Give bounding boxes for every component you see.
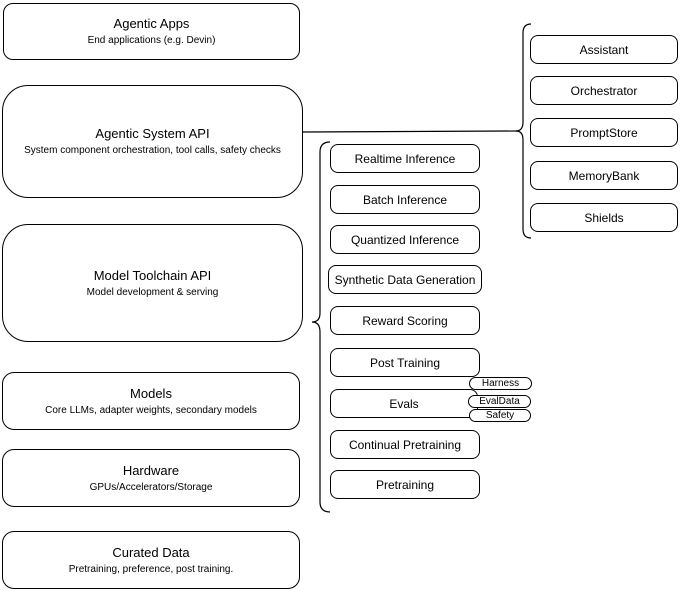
node-label: Safety: [485, 410, 515, 421]
node-quantized-inference: Quantized Inference: [330, 225, 480, 254]
node-subtitle: Model development & serving: [86, 286, 219, 298]
node-label: Reward Scoring: [362, 313, 448, 328]
node-label: Realtime Inference: [354, 151, 456, 166]
node-label: PromptStore: [570, 125, 638, 140]
node-subtitle: Pretraining, preference, post training.: [68, 563, 234, 575]
node-title: Hardware: [122, 462, 180, 478]
node-label: Shields: [584, 210, 624, 225]
node-label: Continual Pretraining: [348, 437, 462, 452]
node-agentic-apps: Agentic Apps End applications (e.g. Devi…: [3, 3, 300, 60]
node-title: Model Toolchain API: [93, 267, 212, 283]
node-promptstore: PromptStore: [530, 118, 678, 147]
node-label: MemoryBank: [568, 168, 640, 183]
components-brace: [515, 23, 532, 239]
node-evals-safety: Safety: [469, 409, 531, 422]
node-evals-evaldata: EvalData: [468, 395, 531, 408]
node-subtitle: System component orchestration, tool cal…: [24, 145, 281, 156]
node-label: Assistant: [579, 42, 629, 57]
node-realtime-inference: Realtime Inference: [330, 144, 480, 173]
node-title: Agentic Apps: [113, 16, 190, 31]
node-model-toolchain-api: Model Toolchain API Model development & …: [2, 224, 303, 342]
node-subtitle: Core LLMs, adapter weights, secondary mo…: [45, 404, 257, 416]
node-assistant: Assistant: [530, 35, 678, 64]
node-hardware: Hardware GPUs/Accelerators/Storage: [2, 449, 300, 507]
node-evals-harness: Harness: [469, 377, 532, 390]
node-memorybank: MemoryBank: [530, 161, 678, 190]
node-label: EvalData: [479, 396, 520, 407]
node-label: Harness: [481, 378, 520, 389]
node-label: Pretraining: [375, 477, 435, 492]
node-label: Evals: [389, 396, 419, 411]
node-models: Models Core LLMs, adapter weights, secon…: [2, 372, 300, 430]
node-evals: Evals: [330, 389, 478, 418]
node-batch-inference: Batch Inference: [330, 185, 480, 214]
node-continual-pretraining: Continual Pretraining: [330, 430, 480, 459]
node-reward-scoring: Reward Scoring: [330, 306, 480, 335]
node-subtitle: End applications (e.g. Devin): [87, 35, 216, 46]
node-curated-data: Curated Data Pretraining, preference, po…: [2, 531, 300, 589]
node-agentic-system-api: Agentic System API System component orch…: [2, 85, 303, 198]
node-label: Orchestrator: [570, 83, 638, 98]
node-title: Curated Data: [112, 544, 190, 560]
api-to-components-connector: [302, 130, 518, 133]
node-post-training: Post Training: [330, 348, 480, 377]
toolchain-brace: [311, 141, 331, 513]
node-label: Batch Inference: [362, 192, 448, 207]
node-label: Post Training: [369, 355, 441, 370]
node-title: Agentic System API: [95, 126, 210, 141]
node-shields: Shields: [530, 203, 678, 232]
node-label: Quantized Inference: [350, 232, 460, 247]
node-subtitle: GPUs/Accelerators/Storage: [89, 481, 213, 493]
node-orchestrator: Orchestrator: [530, 76, 678, 105]
node-synthetic-data-generation: Synthetic Data Generation: [328, 265, 482, 294]
node-title: Models: [130, 385, 172, 401]
node-label: Synthetic Data Generation: [334, 272, 476, 287]
node-pretraining: Pretraining: [330, 470, 480, 499]
